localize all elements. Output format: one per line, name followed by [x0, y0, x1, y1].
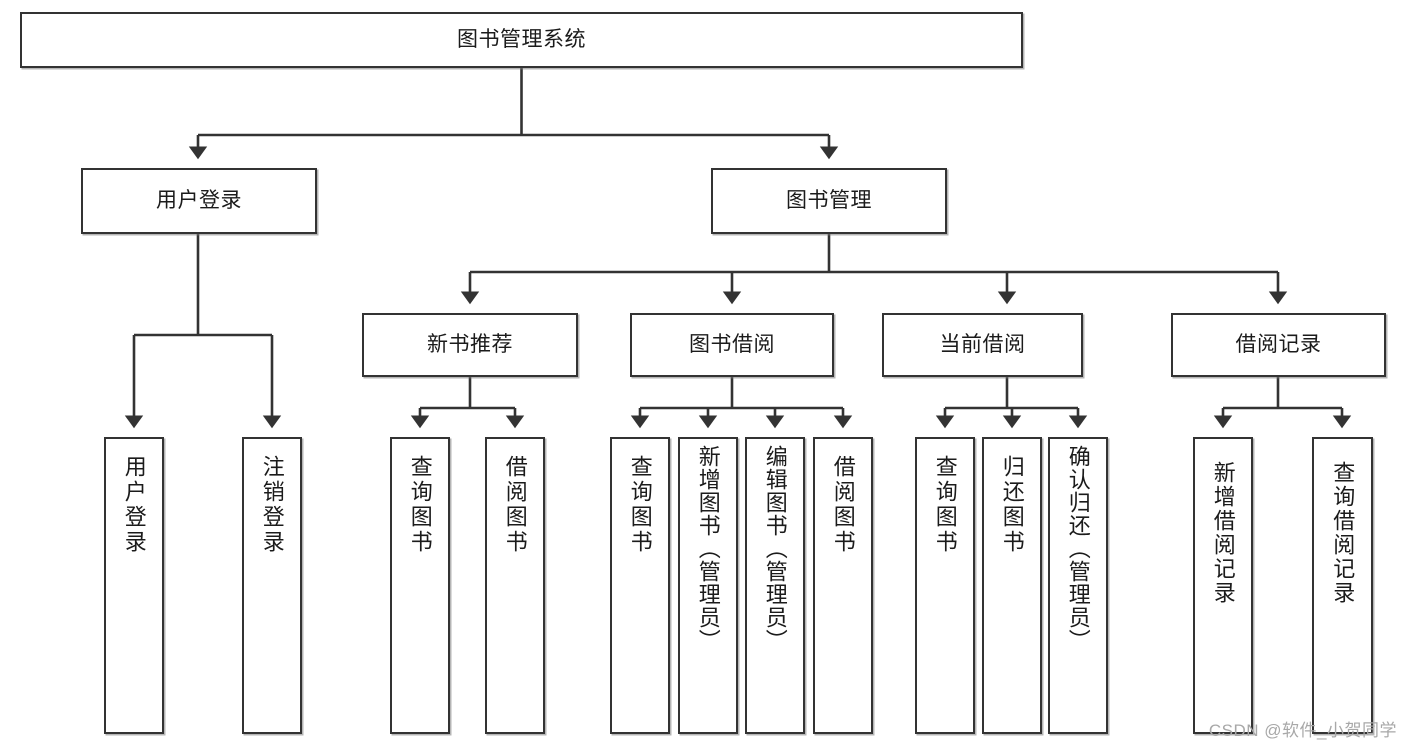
- node-current-borrow-label: 当前借阅: [939, 332, 1026, 356]
- node-leaf-query-book-1-label: 查询图书: [407, 455, 433, 555]
- node-leaf-borrow-book-2[interactable]: 借阅图书: [813, 437, 873, 734]
- node-new-book-recommend-label: 新书推荐: [427, 332, 513, 356]
- node-borrow-record[interactable]: 借阅记录: [1171, 313, 1386, 377]
- node-user-login-label: 用户登录: [156, 188, 242, 212]
- node-leaf-borrow-book-2-label: 借阅图书: [830, 455, 856, 555]
- node-leaf-logout-login[interactable]: 注销登录: [242, 437, 302, 734]
- node-book-borrow[interactable]: 图书借阅: [630, 313, 834, 377]
- node-leaf-query-book-3-label: 查询图书: [932, 455, 958, 555]
- node-root[interactable]: 图书管理系统: [20, 12, 1023, 68]
- node-new-book-recommend[interactable]: 新书推荐: [362, 313, 578, 377]
- node-book-manage-label: 图书管理: [786, 188, 872, 212]
- node-book-manage[interactable]: 图书管理: [711, 168, 947, 234]
- watermark-label: CSDN @软件_小贺同学: [1208, 721, 1397, 740]
- node-borrow-record-label: 借阅记录: [1235, 332, 1322, 356]
- node-current-borrow[interactable]: 当前借阅: [882, 313, 1083, 377]
- node-leaf-confirm-return-admin-label: 确认归还（管理员）: [1065, 445, 1091, 652]
- node-leaf-logout-login-label: 注销登录: [259, 455, 285, 555]
- node-leaf-add-borrow-record[interactable]: 新增借阅记录: [1193, 437, 1253, 734]
- node-leaf-query-borrow-record-label: 查询借阅记录: [1330, 461, 1356, 605]
- node-leaf-edit-book-admin-label: 编辑图书（管理员）: [762, 445, 788, 652]
- node-leaf-add-borrow-record-label: 新增借阅记录: [1210, 461, 1236, 605]
- node-leaf-query-book-3[interactable]: 查询图书: [915, 437, 975, 734]
- node-book-borrow-label: 图书借阅: [689, 332, 775, 356]
- node-leaf-query-book-1[interactable]: 查询图书: [390, 437, 450, 734]
- node-leaf-add-book-admin-label: 新增图书（管理员）: [695, 445, 721, 652]
- node-leaf-query-book-2[interactable]: 查询图书: [610, 437, 670, 734]
- node-leaf-borrow-book-1[interactable]: 借阅图书: [485, 437, 545, 734]
- node-leaf-edit-book-admin[interactable]: 编辑图书（管理员）: [745, 437, 805, 734]
- node-leaf-user-login[interactable]: 用户登录: [104, 437, 164, 734]
- node-leaf-query-borrow-record[interactable]: 查询借阅记录: [1312, 437, 1373, 734]
- node-leaf-user-login-label: 用户登录: [121, 455, 147, 555]
- node-leaf-confirm-return-admin[interactable]: 确认归还（管理员）: [1048, 437, 1108, 734]
- node-leaf-borrow-book-1-label: 借阅图书: [502, 455, 528, 555]
- node-leaf-return-book-label: 归还图书: [999, 455, 1025, 555]
- node-leaf-query-book-2-label: 查询图书: [627, 455, 653, 555]
- node-user-login[interactable]: 用户登录: [81, 168, 317, 234]
- node-leaf-add-book-admin[interactable]: 新增图书（管理员）: [678, 437, 738, 734]
- node-root-label: 图书管理系统: [457, 27, 586, 51]
- node-leaf-return-book[interactable]: 归还图书: [982, 437, 1042, 734]
